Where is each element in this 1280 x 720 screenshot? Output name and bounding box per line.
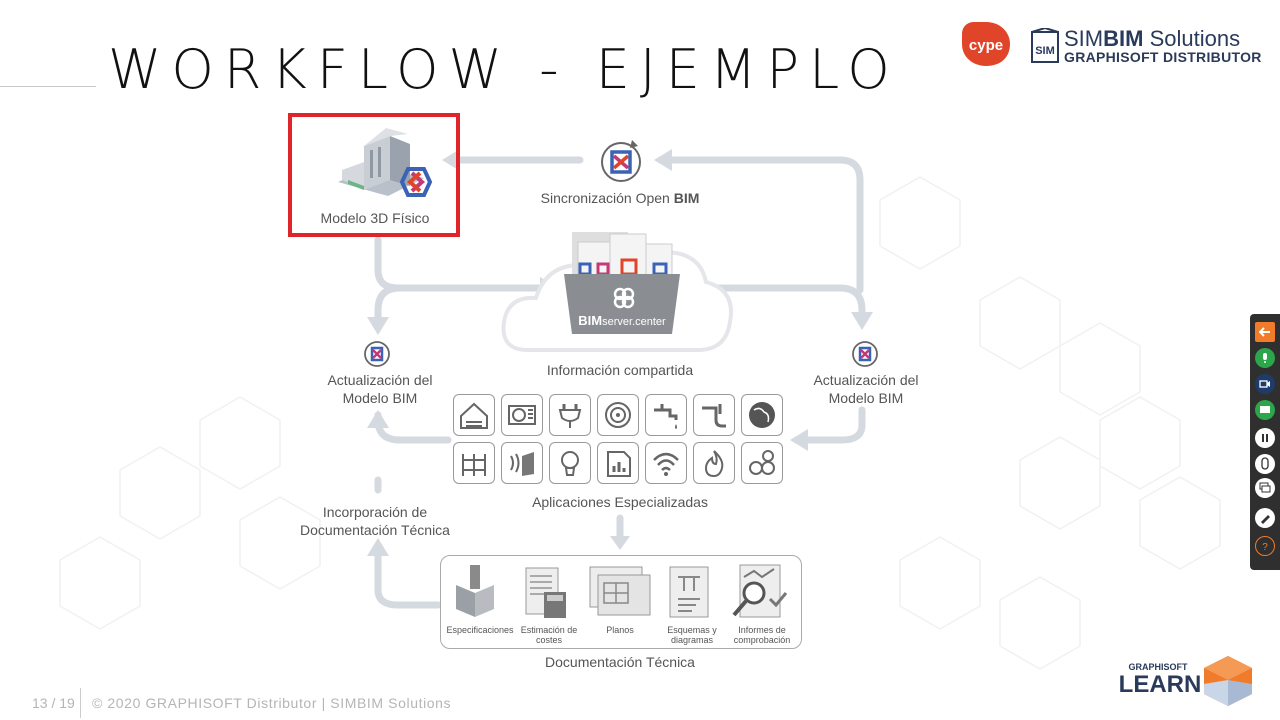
svg-text:?: ?	[1262, 542, 1268, 551]
title-divider	[0, 86, 96, 87]
camera-icon[interactable]	[1255, 374, 1275, 394]
cype-logo: cype	[960, 20, 1012, 68]
doc-item-label: Planos	[606, 625, 634, 635]
mouse-icon[interactable]	[1255, 454, 1275, 474]
pen-icon[interactable]	[1255, 508, 1275, 528]
simbim-name: SIMBIM Solutions	[1064, 26, 1241, 51]
cost-estimation-icon	[525, 567, 566, 618]
graphisoft-learn-logo: GRAPHISOFT LEARN	[1119, 654, 1260, 710]
copyright: © 2020 GRAPHISOFT Distributor | SIMBIM S…	[92, 695, 452, 711]
specialized-apps-grid	[453, 394, 785, 488]
learn-top-text: GRAPHISOFT	[1128, 662, 1188, 672]
acoustics-app-icon	[501, 442, 543, 484]
model-label: Modelo 3D Físico	[320, 210, 430, 226]
openbim-icon	[399, 167, 433, 197]
schemes-diagrams-icon	[669, 566, 709, 618]
presentation-toolbar: ?	[1250, 314, 1280, 570]
sync-openbim-icon	[601, 140, 641, 182]
water-supply-app-icon	[645, 394, 687, 436]
gis-app-icon	[741, 394, 783, 436]
structure-app-icon	[453, 442, 495, 484]
slide-title: WORKFLOW - EJEMPLO	[108, 38, 900, 101]
telecom-app-icon	[645, 442, 687, 484]
highlight-box	[288, 113, 460, 237]
building-icon	[338, 128, 424, 196]
fire-protection-app-icon	[693, 442, 735, 484]
architecture-app-icon	[453, 394, 495, 436]
bimserver-folder-icon	[564, 232, 680, 334]
help-icon[interactable]: ?	[1255, 536, 1275, 556]
copy-screen-icon[interactable]	[1255, 478, 1275, 498]
energy-app-icon	[597, 442, 639, 484]
learn-bottom-text: LEARN	[1120, 671, 1201, 698]
bimserver-label: BIMserver.center	[578, 313, 666, 328]
ventilation-app-icon	[597, 394, 639, 436]
update-left-icon	[364, 341, 390, 367]
cype-logo-text: cype	[969, 37, 1003, 54]
electrical-app-icon	[549, 394, 591, 436]
verification-reports-icon	[732, 564, 788, 618]
apps-label: Aplicaciones Especializadas	[532, 494, 708, 510]
drawings-icon	[589, 566, 651, 616]
page-number: 13 / 19	[32, 695, 75, 711]
drainage-app-icon	[693, 394, 735, 436]
microphone-icon[interactable]	[1255, 348, 1275, 368]
doc-item-label: Especificaciones	[446, 625, 514, 635]
documentation-label: Documentación Técnica	[545, 654, 695, 670]
shared-info-label: Información compartida	[546, 362, 694, 378]
specifications-icon	[456, 565, 494, 617]
lighting-app-icon	[549, 442, 591, 484]
screen-share-icon[interactable]	[1255, 400, 1275, 420]
back-arrow-icon[interactable]	[1255, 322, 1275, 342]
simbim-subtitle: GRAPHISOFT DISTRIBUTOR	[1064, 49, 1262, 65]
update-right-icon	[852, 341, 878, 367]
svg-text:SIM: SIM	[1035, 45, 1055, 57]
gas-app-icon	[741, 442, 783, 484]
pause-icon[interactable]	[1255, 428, 1275, 448]
sync-label: Sincronización Open BIM	[540, 190, 700, 206]
footer-divider	[80, 688, 81, 718]
simbim-logo: SIM SIMBIM Solutions GRAPHISOFT DISTRIBU…	[1030, 24, 1261, 68]
hvac-app-icon	[501, 394, 543, 436]
